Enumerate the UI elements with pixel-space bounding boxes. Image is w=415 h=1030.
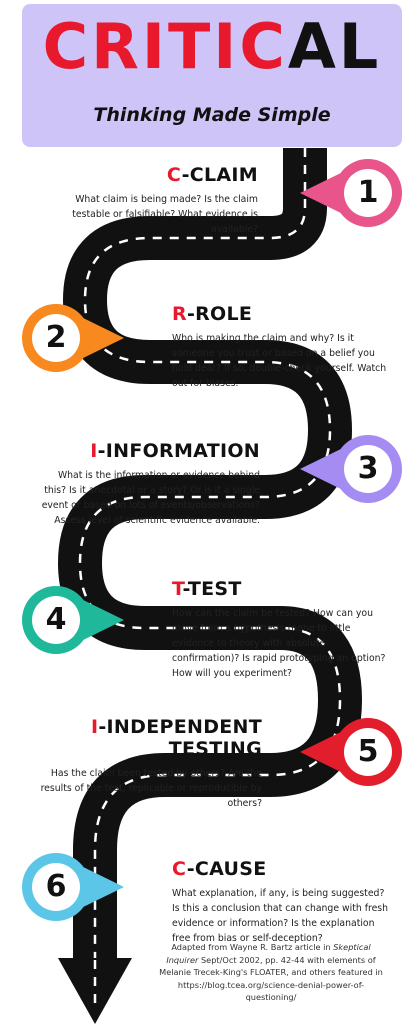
- pin-center: [32, 596, 80, 644]
- pin-point: [83, 867, 124, 907]
- step-6-pin-marker: [22, 853, 124, 921]
- step-4-pin-marker: [22, 586, 124, 654]
- step-4-number: 4: [45, 602, 67, 637]
- step-5-number: 5: [357, 734, 379, 769]
- title-red-part: CRITIC: [42, 10, 288, 83]
- header-banner: CRITICAL Thinking Made Simple: [22, 4, 402, 147]
- step-1-number: 1: [357, 175, 379, 210]
- pin-point: [83, 600, 124, 640]
- page-subtitle: Thinking Made Simple: [93, 104, 331, 126]
- step-4-text: How can the claim be tested? How can you…: [172, 608, 386, 679]
- step-5-pin-marker: [300, 718, 402, 786]
- pin-point: [300, 732, 341, 772]
- step-4-heading: T-TEST: [172, 578, 242, 600]
- step-5-heading: I-INDEPENDENT TESTING: [91, 716, 262, 760]
- step-1-section: C-CLAIM What claim is being made? Is the…: [40, 164, 258, 237]
- step-5-text: Has the claim been tested by others? Are…: [40, 768, 262, 809]
- pin-point: [300, 173, 341, 213]
- road-arrow-head: [58, 958, 132, 1024]
- title-black-part: AL: [287, 10, 382, 83]
- pin-center: [344, 169, 392, 217]
- step-2-heading: R-ROLE: [172, 303, 253, 325]
- step-6-heading: C-CAUSE: [172, 858, 267, 880]
- road-surface: [58, 148, 362, 960]
- step-2-pin-marker: [22, 304, 124, 372]
- source-credit: Adapted from Wayne R. Bartz article in S…: [158, 941, 384, 1004]
- step-1-heading: C-CLAIM: [166, 164, 258, 186]
- step-2-text: Who is making the claim and why? Is it s…: [172, 333, 387, 389]
- step-2-number: 2: [45, 320, 67, 355]
- pin-center: [344, 728, 392, 776]
- page-title: CRITICAL: [22, 16, 402, 78]
- pin-center: [32, 863, 80, 911]
- road-center-line: [78, 148, 342, 960]
- pin-point: [83, 318, 124, 358]
- step-1-text: What claim is being made? Is the claim t…: [72, 194, 258, 235]
- step-3-pin-marker: [300, 435, 402, 503]
- pin-center: [344, 445, 392, 493]
- step-2-section: R-ROLE Who is making the claim and why? …: [172, 303, 392, 391]
- credit-magazine: Skeptical Inquirer: [166, 942, 371, 965]
- step-6-section: C-CAUSE What explanation, if any, is bei…: [172, 858, 392, 946]
- step-6-number: 6: [45, 869, 67, 904]
- step-3-text: What is the information or evidence behi…: [41, 470, 260, 526]
- step-3-section: I-INFORMATION What is the information or…: [38, 440, 260, 528]
- step-3-number: 3: [357, 451, 379, 486]
- credit-line-2: Sept/Oct 2002, pp. 42-44 with elements o…: [159, 954, 383, 1003]
- credit-line-1: Adapted from Wayne R. Bartz article in: [171, 942, 331, 952]
- pin-center: [32, 314, 80, 362]
- step-4-section: T-TEST How can the claim be tested? How …: [172, 578, 390, 681]
- pin-point: [300, 449, 341, 489]
- step-1-pin-marker: [300, 159, 402, 227]
- step-5-section: I-INDEPENDENT TESTING Has the claim been…: [24, 716, 262, 811]
- step-6-text: What explanation, if any, is being sugge…: [172, 888, 389, 944]
- step-3-heading: I-INFORMATION: [90, 440, 260, 462]
